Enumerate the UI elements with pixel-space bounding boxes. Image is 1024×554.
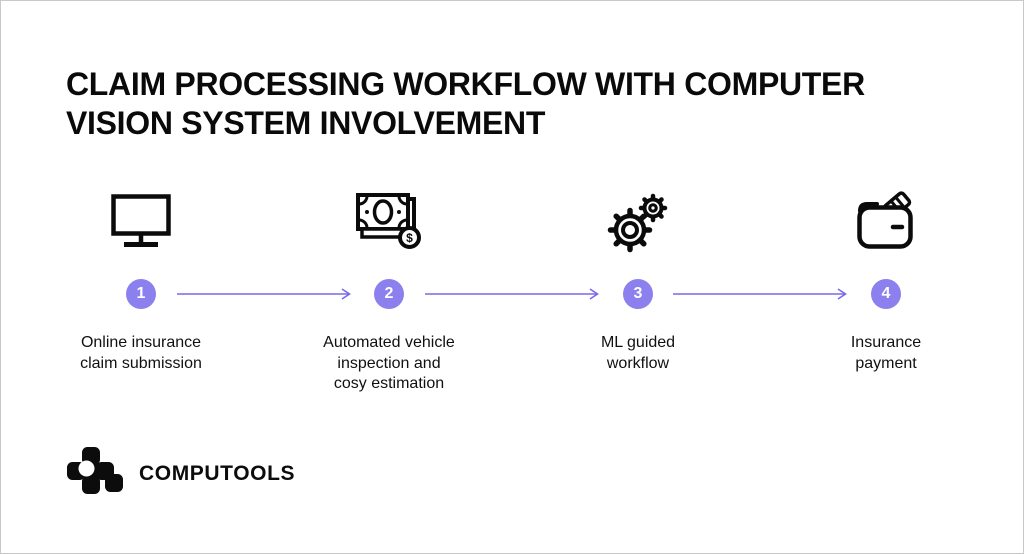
step-number-badge: 3 (623, 279, 653, 309)
step-number-badge: 1 (126, 279, 156, 309)
money-icon: $ (279, 186, 499, 258)
workflow-step-2: $ 2 Automated vehicle inspection and cos… (279, 186, 499, 401)
connector-arrow-2-3 (425, 288, 599, 300)
step-label: Online insurance claim submission (80, 334, 202, 372)
computools-logo-icon (65, 445, 123, 503)
step-number-badge: 4 (871, 279, 901, 309)
step-number-badge: 2 (374, 279, 404, 309)
step-label: Automated vehicle inspection and cosy es… (323, 334, 455, 392)
connector-arrow-1-2 (177, 288, 351, 300)
step-label: ML guided workflow (600, 334, 676, 372)
svg-text:$: $ (406, 231, 413, 245)
gears-icon (528, 186, 748, 258)
workflow-step-1: 1 Online insurance claim submission (31, 186, 251, 401)
computools-logo-text: COMPUTOOLS (139, 462, 296, 485)
step-label: Insurance payment (850, 334, 922, 372)
workflow-step-3: 3 ML guided workflow (528, 186, 748, 401)
monitor-icon (31, 186, 251, 258)
connector-arrow-3-4 (673, 288, 847, 300)
wallet-icon (776, 186, 996, 258)
workflow-step-4: 4 Insurance payment (776, 186, 996, 401)
computools-logo: COMPUTOOLS (65, 445, 295, 503)
page-title: CLAIM PROCESSING WORKFLOW WITH COMPUTER … (66, 66, 865, 141)
